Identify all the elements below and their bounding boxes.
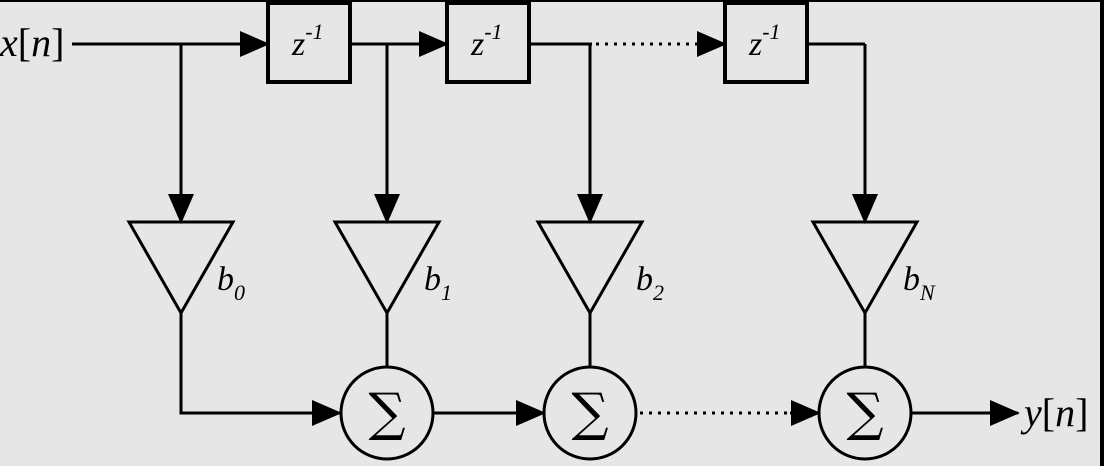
input-label: x[n] <box>0 20 64 65</box>
svg-text:z-1: z-1 <box>291 19 324 63</box>
delay-block-1: z-1 <box>266 1 352 84</box>
gain-b2: b2 <box>535 220 664 317</box>
gain-b1: b1 <box>332 220 452 317</box>
svg-text:b1: b1 <box>424 261 452 305</box>
gain-b0: b0 <box>126 220 245 317</box>
summer-n: ∑ <box>817 365 913 461</box>
output-label: y[n] <box>1020 390 1088 435</box>
top-border <box>0 0 1104 2</box>
svg-text:b0: b0 <box>217 261 245 305</box>
svg-text:z-1: z-1 <box>748 19 781 63</box>
svg-text:∑: ∑ <box>571 383 608 443</box>
svg-text:∑: ∑ <box>368 383 405 443</box>
delay-block-2: z-1 <box>445 1 531 84</box>
right-border <box>1100 0 1104 466</box>
summer-2: ∑ <box>542 365 638 461</box>
summer-1: ∑ <box>339 365 435 461</box>
svg-text:∑: ∑ <box>846 383 883 443</box>
svg-text:z-1: z-1 <box>470 19 503 63</box>
gain-bn: bN <box>810 220 936 317</box>
svg-text:b2: b2 <box>636 261 664 305</box>
delay-block-3: z-1 <box>723 1 809 84</box>
gain-b0-output <box>179 313 342 426</box>
svg-text:bN: bN <box>903 261 936 305</box>
